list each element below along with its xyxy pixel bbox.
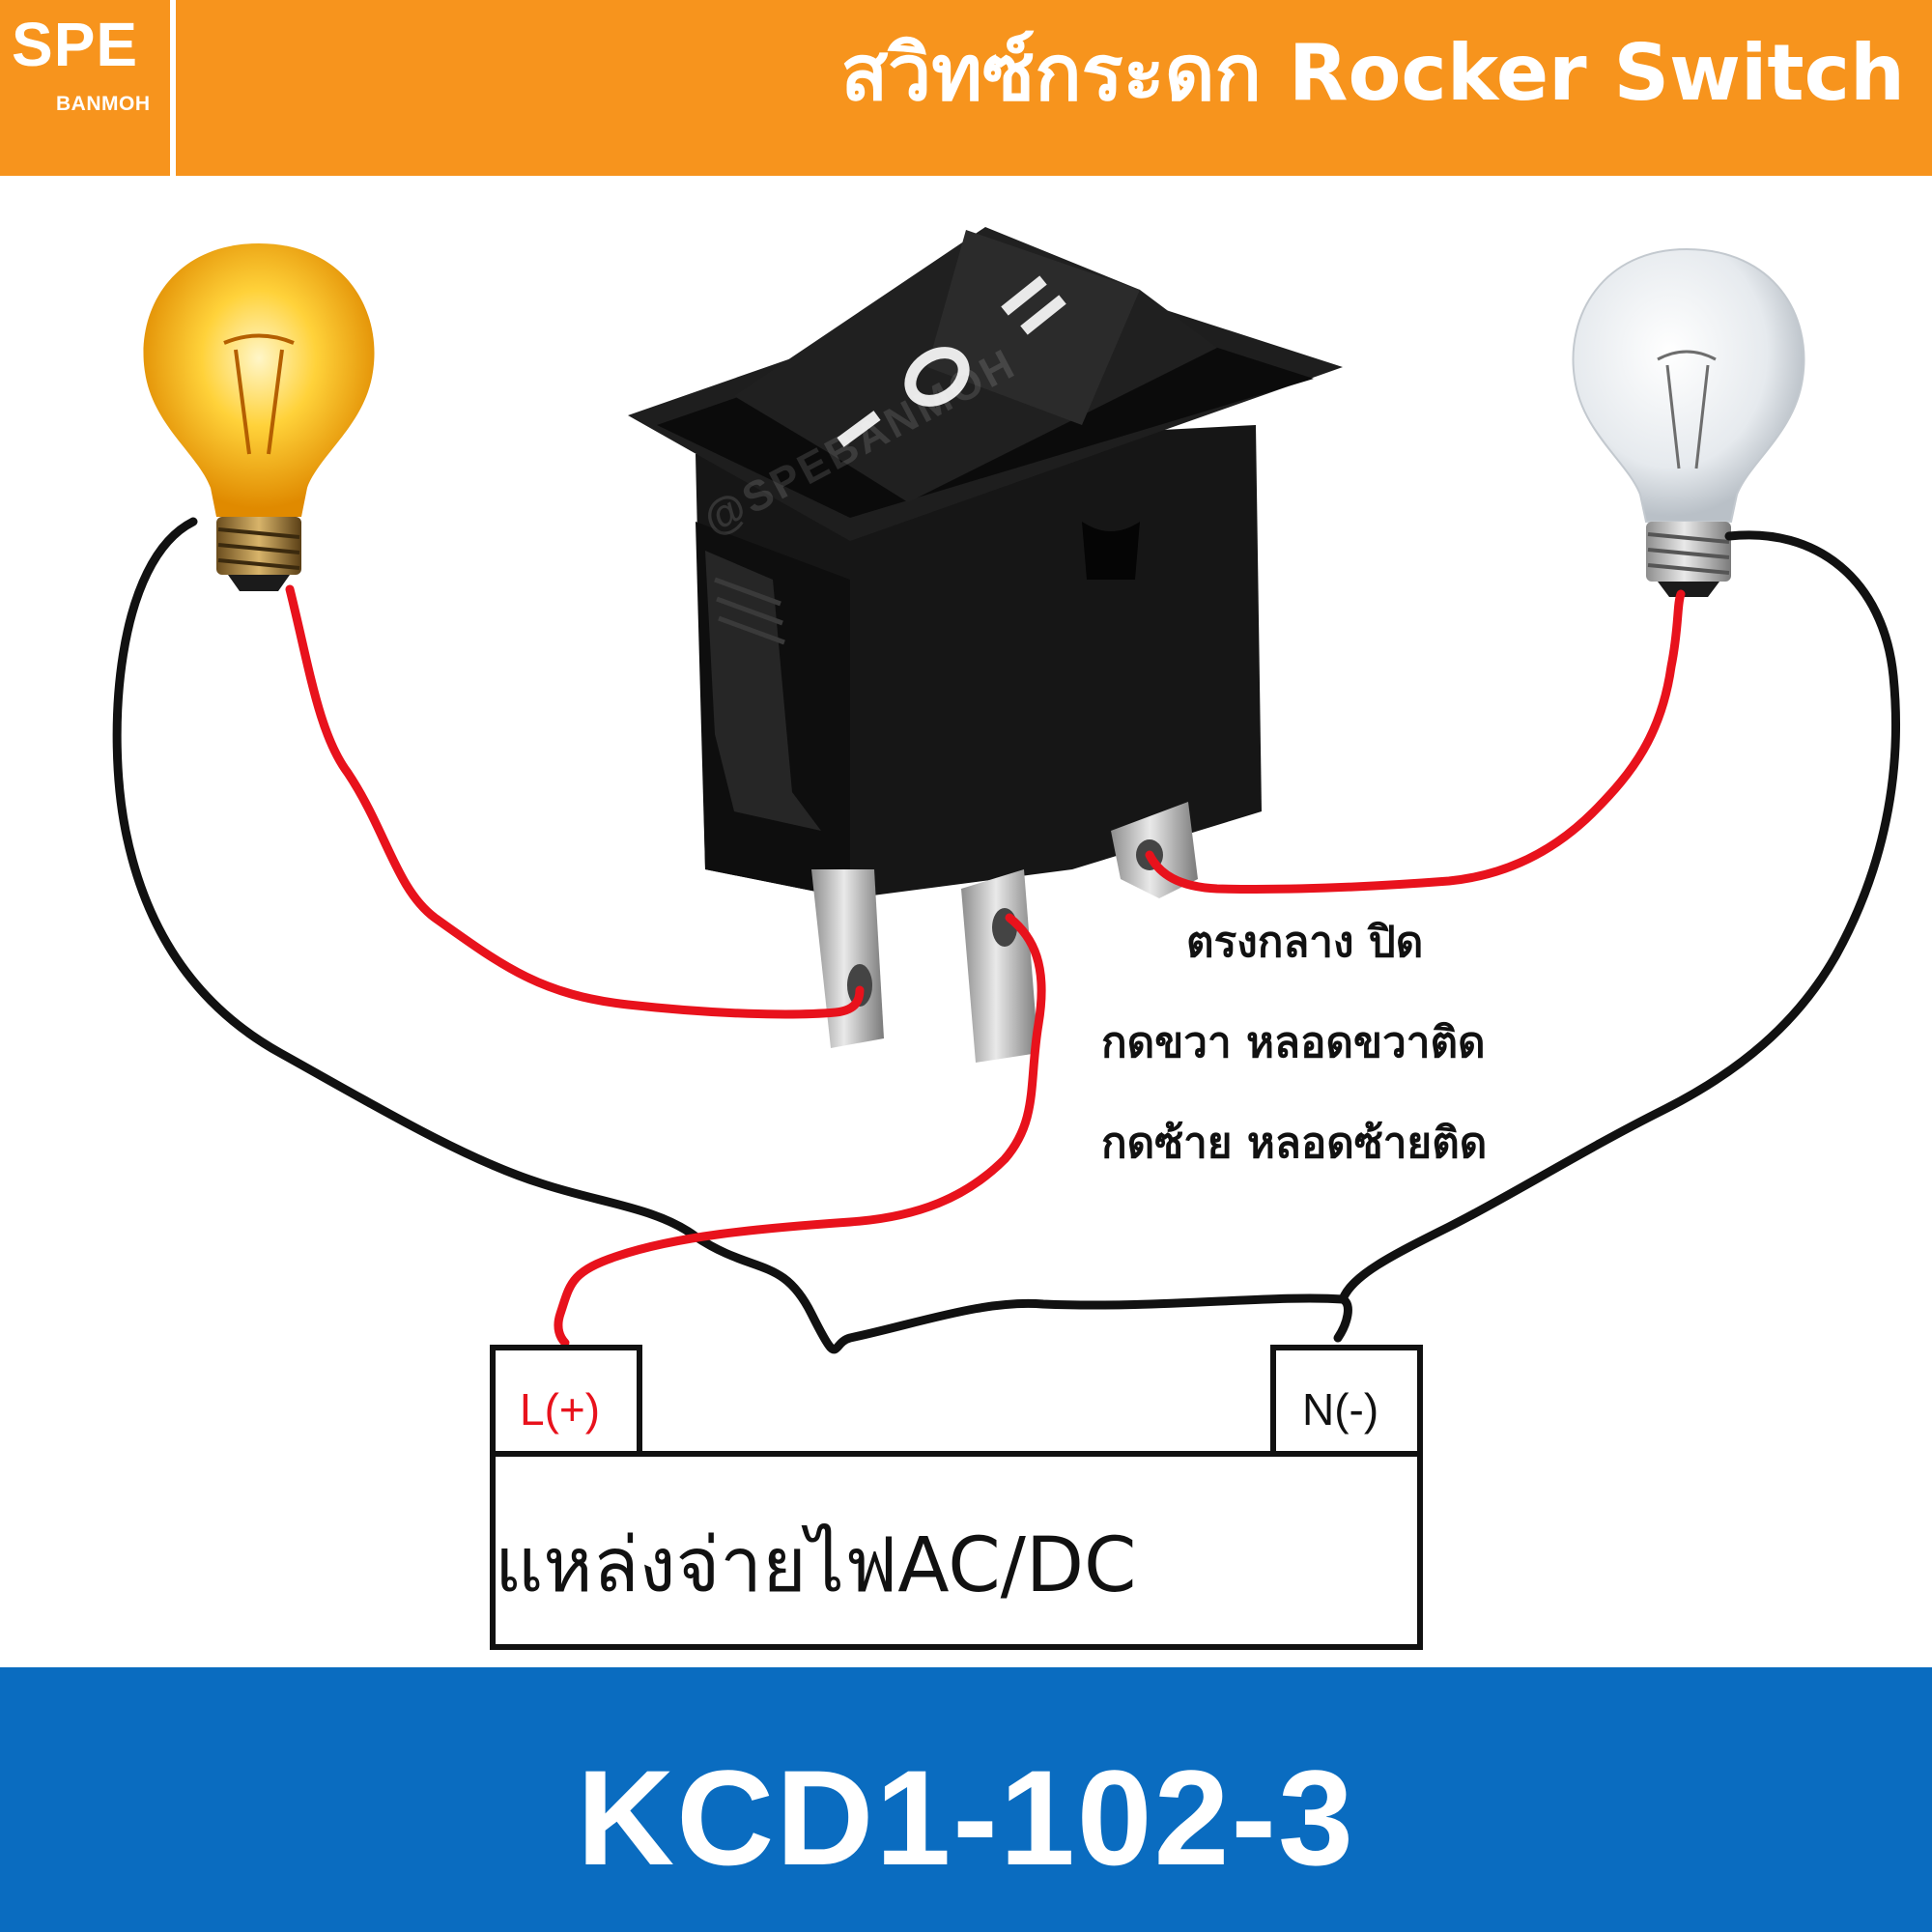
logo-sub-text: BANMOH [56, 93, 151, 115]
header-bar [0, 0, 1932, 176]
model-number: KCD1-102-3 [577, 1742, 1355, 1893]
lit-bulb-icon [143, 243, 375, 591]
note-center-off: ตรงกลาง ปิด [1186, 918, 1424, 967]
live-wire-left-bulb [285, 584, 865, 1019]
power-supply-box [490, 1345, 1423, 1650]
rocker-switch-body [628, 227, 1343, 898]
brand-logo: SPE BANMOH [0, 0, 176, 176]
live-wire-supply [554, 913, 1046, 1348]
logo-main-text: SPE [12, 10, 139, 79]
terminal-neutral-label: N(-) [1302, 1384, 1379, 1435]
neutral-wire-right [1338, 530, 1900, 1304]
switch-terminals [811, 802, 1198, 1063]
unlit-bulb-icon [1572, 247, 1805, 597]
terminal-live-label: L(+) [520, 1384, 601, 1435]
footer-bar [0, 1667, 1932, 1932]
live-wire-right-bulb [1145, 589, 1686, 895]
note-press-left: กดซ้าย หลอดซ้ายติด [1101, 1119, 1488, 1168]
page-title: สวิทซ์กระดก Rocker Switch [840, 28, 1905, 118]
note-press-right: กดขวา หลอดขวาติด [1101, 1018, 1486, 1067]
power-supply-label: แหล่งจ่ายไฟAC/DC [495, 1522, 1137, 1609]
